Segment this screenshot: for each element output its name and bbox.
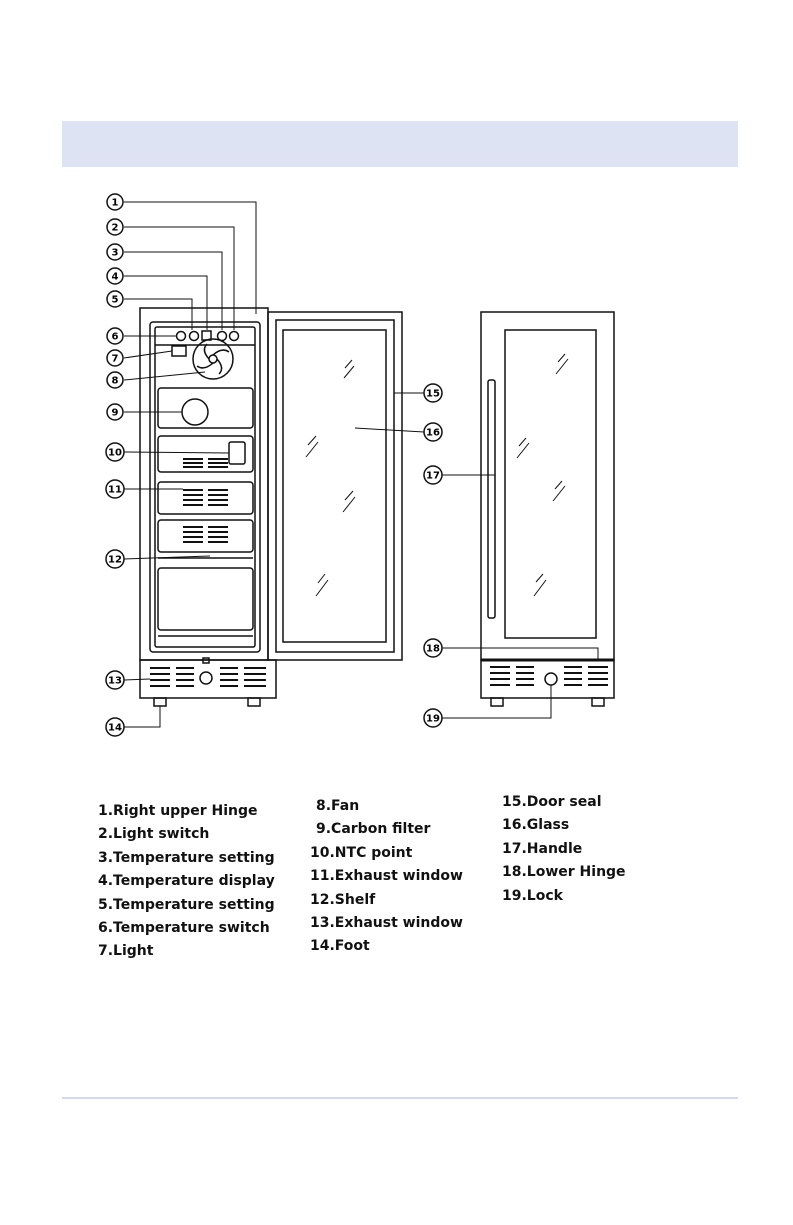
ntc-sensor [228,441,246,465]
legend-column-3: 15.Door seal 16.Glass 17.Handle 18.Lower… [502,791,626,908]
svg-text:6: 6 [112,332,119,343]
foot-left [153,697,167,707]
svg-text:3: 3 [112,248,119,259]
legend-item: 17.Handle [502,840,583,857]
legend-item: 6.Temperature switch [98,920,270,937]
svg-text:13: 13 [108,676,122,687]
legend-item: 1.Right upper Hinge [98,803,258,819]
callout-2: 2 [106,218,124,236]
bottom-compartment [157,567,254,631]
shelf [157,481,254,515]
section-header-band [62,121,738,167]
callout-8: 8 [106,371,124,389]
shelf [157,387,254,429]
svg-text:5: 5 [112,295,119,306]
svg-text:12: 12 [108,555,122,566]
legend-item: 9.Carbon filter [316,821,431,838]
svg-text:7: 7 [112,354,119,365]
callout-14: 14 [105,717,125,737]
closed-door-glass [504,329,597,639]
light-switch-knob [228,330,240,342]
legend-item: 10.NTC point [310,844,413,861]
open-door-seal [275,319,395,653]
open-door-glass [282,329,387,643]
svg-text:14: 14 [108,723,122,734]
shelf [157,435,254,473]
svg-text:16: 16 [426,428,440,439]
cabinet-inner-wall [149,321,261,653]
callout-6: 6 [106,327,124,345]
cabinet-body [139,307,269,661]
callout-markers: 1 2 3 4 5 6 7 8 9 10 11 12 13 14 15 16 1… [105,193,443,737]
callout-9: 9 [106,403,124,421]
svg-text:8: 8 [112,376,119,387]
callout-10: 10 [105,442,125,462]
door-handle [487,379,496,619]
legend-column-2: 8.Fan 9.Carbon filter 10.NTC point 11.Ex… [310,795,463,959]
fan-housing [192,338,234,380]
callout-17: 17 [423,465,443,485]
callout-7: 7 [106,349,124,367]
legend-item: 15.Door seal [502,794,602,810]
temperature-switch-knob [175,330,187,342]
footer-divider [62,1097,738,1099]
callout-18: 18 [423,638,443,658]
callout-3: 3 [106,243,124,261]
svg-text:4: 4 [112,272,119,283]
legend-item: 14.Foot [310,938,370,955]
callout-19: 19 [423,708,443,728]
closed-cabinet-body [480,311,615,661]
legend-item: 11.Exhaust window [310,868,463,885]
svg-text:19: 19 [426,714,440,725]
shelf [157,519,254,553]
legend-item: 18.Lower Hinge [502,864,626,881]
open-door-frame [267,311,403,661]
legend-item: 2.Light switch [98,826,210,843]
svg-text:9: 9 [112,408,119,419]
callout-1: 1 [106,193,124,211]
callout-15: 15 [423,383,443,403]
legend-item: 8.Fan [316,798,360,814]
callout-5: 5 [106,290,124,308]
svg-text:18: 18 [426,644,440,655]
callout-12: 12 [105,549,125,569]
legend-item: 19.Lock [502,887,563,904]
legend-item: 3.Temperature setting [98,849,275,866]
cabinet-liner [154,326,256,648]
svg-text:11: 11 [108,485,122,496]
temperature-setting-knob-left [188,330,200,342]
callout-11: 11 [105,479,125,499]
legend-item: 16.Glass [502,817,570,834]
carbon-filter [181,398,209,426]
base-lock [199,671,213,685]
legend-column-1: 1.Right upper Hinge 2.Light switch 3.Tem… [98,800,275,964]
svg-text:15: 15 [426,389,440,400]
svg-text:1: 1 [112,198,119,209]
callout-4: 4 [106,267,124,285]
door-lock [544,672,558,686]
legend-item: 4.Temperature display [98,873,275,890]
legend-item: 13.Exhaust window [310,915,463,932]
legend-item: 5.Temperature setting [98,896,275,913]
svg-text:10: 10 [108,448,122,459]
callout-13: 13 [105,670,125,690]
legend-item: 12.Shelf [310,891,376,908]
svg-text:2: 2 [112,223,119,234]
foot-right [247,697,261,707]
light-box [171,345,187,357]
callout-16: 16 [423,422,443,442]
legend-item: 7.Light [98,943,154,960]
svg-text:17: 17 [426,471,440,482]
